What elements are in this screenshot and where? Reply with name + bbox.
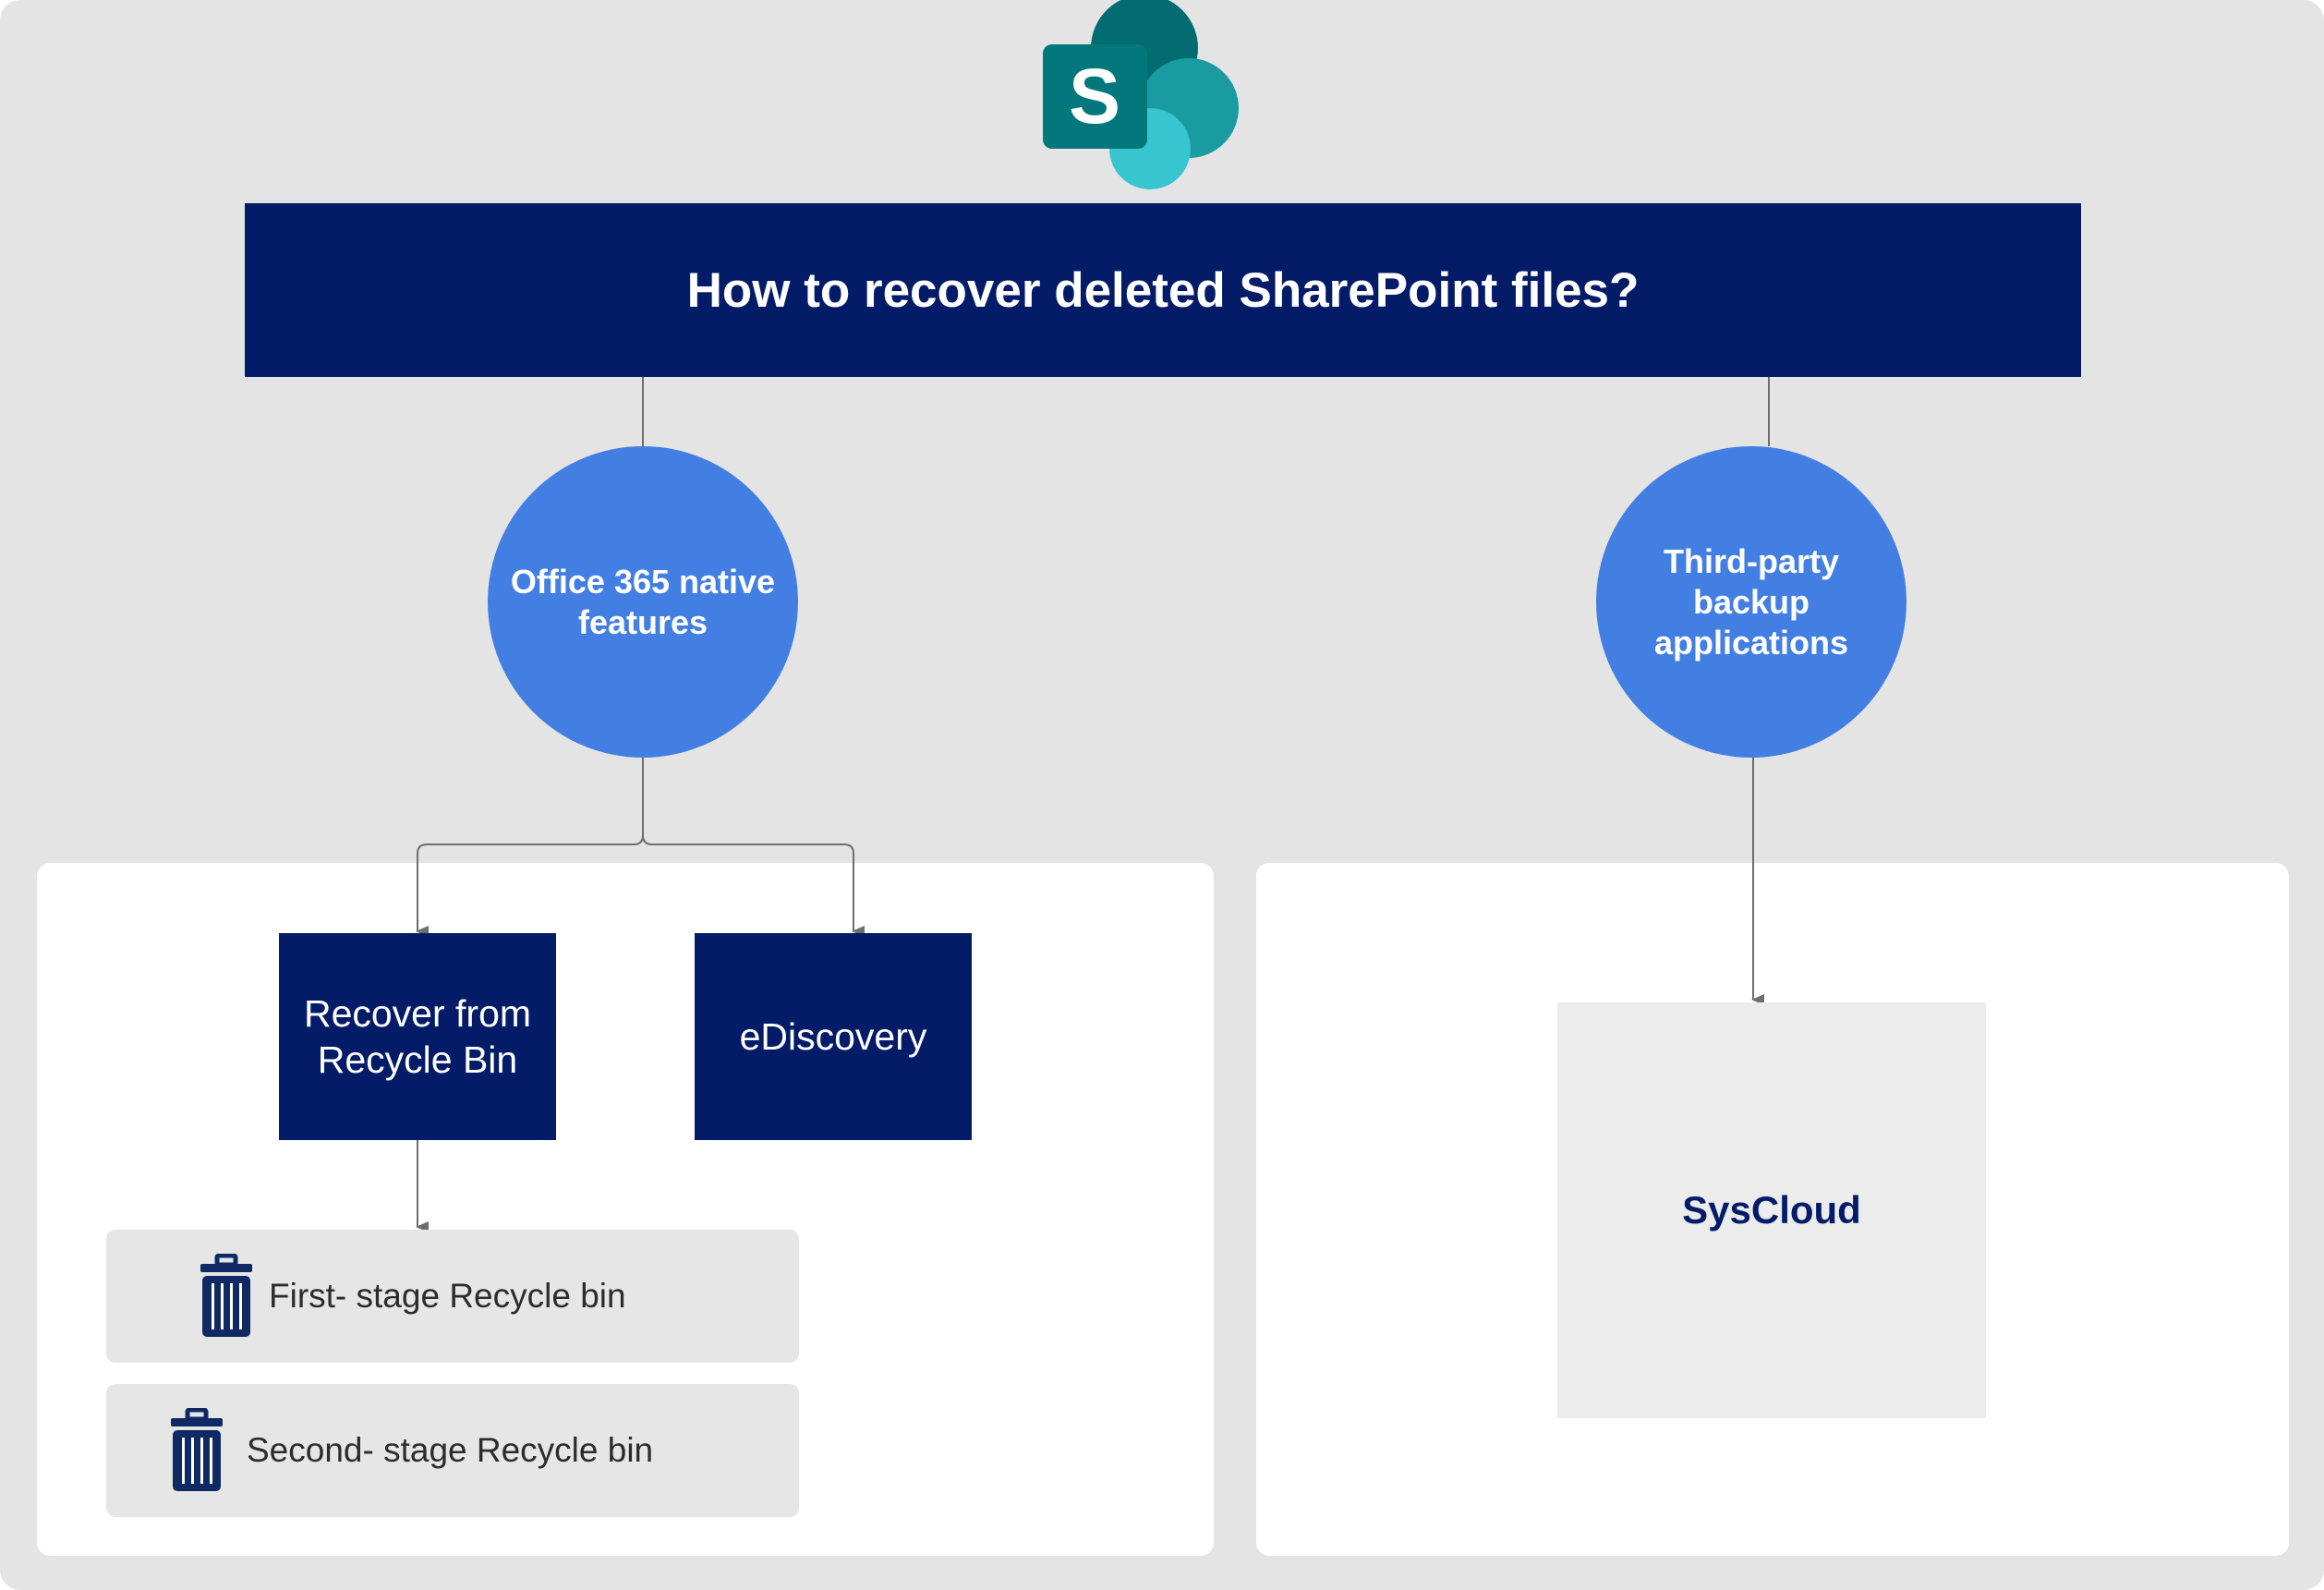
page-title: How to recover deleted SharePoint files? xyxy=(686,262,1640,318)
recover-from-recycle-bin-box: Recover from Recycle Bin xyxy=(279,933,556,1140)
native-features-label-line-2: features xyxy=(577,602,708,641)
title-banner: How to recover deleted SharePoint files? xyxy=(245,203,2081,377)
sharepoint-logo-icon: S xyxy=(1043,0,1239,189)
third-party-label-line-2: backup xyxy=(1692,582,1810,621)
third-party-label-line-3: applications xyxy=(1653,623,1849,661)
third-party-circle: Third-party backup applications xyxy=(1596,446,1906,758)
syscloud-box: SysCloud xyxy=(1557,1002,1986,1418)
second-stage-label: Second- stage Recycle bin xyxy=(247,1431,654,1469)
trash-icon xyxy=(199,1254,254,1339)
sharepoint-logo-letter: S xyxy=(1069,53,1120,140)
third-party-label-line-1: Third-party xyxy=(1663,541,1839,580)
second-stage-recycle-bin: Second- stage Recycle bin xyxy=(106,1384,799,1517)
recycle-box-label-line-1: Recover from xyxy=(303,992,532,1035)
sharepoint-logo: S xyxy=(1035,0,1256,199)
native-features-circle: Office 365 native features xyxy=(488,446,798,758)
first-stage-label: First- stage Recycle bin xyxy=(269,1277,626,1315)
native-features-label-line-1: Office 365 native xyxy=(510,562,776,601)
ediscovery-box: eDiscovery xyxy=(695,933,972,1140)
recycle-box-label-line-2: Recycle Bin xyxy=(317,1038,518,1081)
trash-icon xyxy=(169,1408,224,1493)
ediscovery-label: eDiscovery xyxy=(739,1015,927,1058)
first-stage-recycle-bin: First- stage Recycle bin xyxy=(106,1230,799,1363)
syscloud-label: SysCloud xyxy=(1682,1188,1861,1232)
